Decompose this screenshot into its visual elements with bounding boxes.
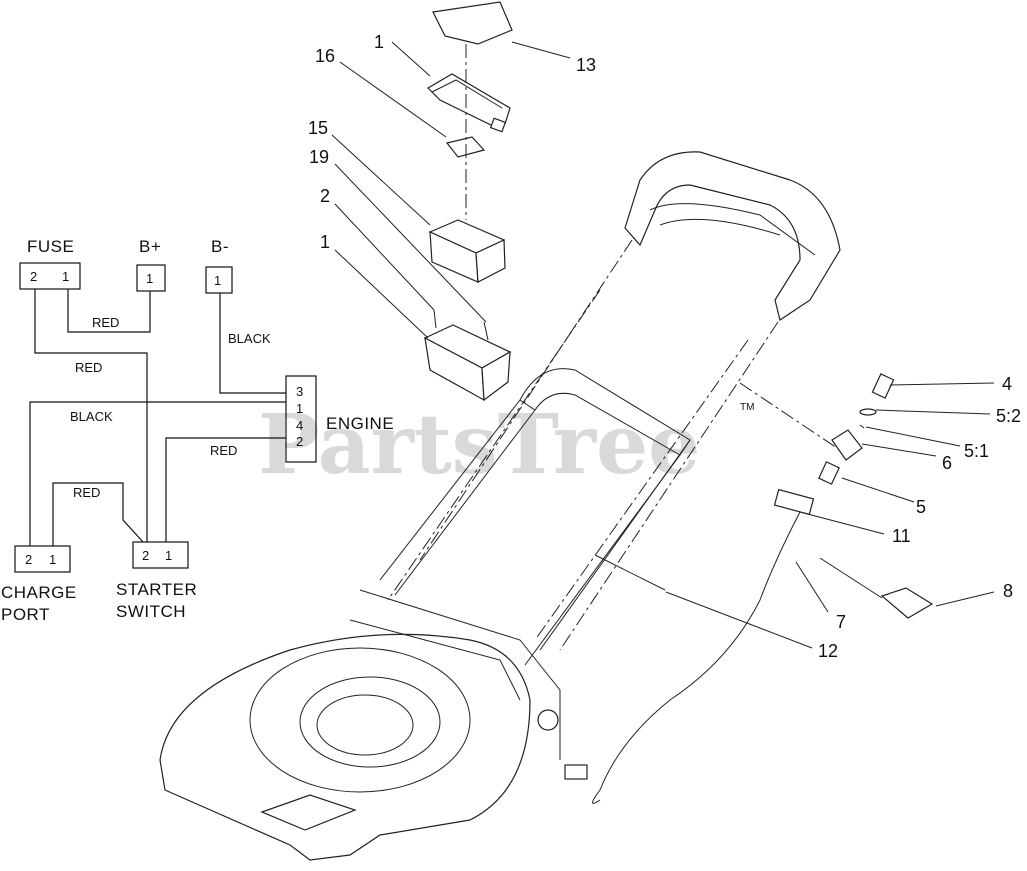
watermark-tm: TM (740, 402, 754, 413)
exploded-parts: 1 13 16 15 19 2 1 4 5:2 5:1 6 5 11 8 7 1… (159, 1, 1021, 861)
callout-2: 2 (320, 186, 330, 206)
starter-switch-connector (132, 541, 189, 569)
clip-part (859, 424, 865, 429)
callout-7: 7 (836, 612, 846, 632)
callout-8: 8 (1003, 581, 1013, 601)
wire-charge-starter (52, 482, 144, 546)
engine-label: ENGINE (326, 414, 394, 433)
label-sticker-part (432, 1, 513, 45)
callout-11: 11 (892, 526, 911, 546)
starter-pin-1: 1 (165, 548, 172, 563)
battery-tray-part (423, 309, 512, 402)
wire-fuse-starter (34, 289, 148, 542)
wire-engine-starter-label: RED (210, 443, 237, 458)
charge-port-connector (14, 545, 71, 573)
bplus-connector (136, 264, 166, 292)
starter-switch-label-2: SWITCH (116, 602, 186, 621)
fuse-connector (19, 262, 81, 290)
callout-4: 4 (1002, 374, 1012, 394)
bracket-part (773, 488, 815, 516)
mower-handle (379, 151, 841, 666)
leader-lines (331, 41, 995, 649)
callout-19: 19 (309, 147, 329, 167)
wire-engine-starter (165, 437, 286, 542)
bminus-connector (205, 266, 233, 294)
connector-part (818, 461, 840, 485)
washer-part (859, 408, 877, 416)
engine-pin-4: 4 (296, 418, 303, 433)
callout-6: 6 (942, 453, 952, 473)
starter-pin-2: 2 (142, 548, 149, 563)
callout-5: 5 (916, 497, 926, 517)
callout-5-2: 5:2 (996, 406, 1021, 426)
bminus-pin-1: 1 (214, 273, 221, 288)
wire-fuse-bplus-label: RED (92, 315, 119, 330)
fuse-pin-2: 2 (30, 269, 37, 284)
wire-bminus-engine (219, 293, 286, 394)
bminus-label: B- (211, 237, 229, 256)
engine-pin-1: 1 (296, 401, 303, 416)
wire-engine-charge (29, 401, 286, 546)
wire-fuse-starter-label: RED (75, 360, 102, 375)
wire-charge-starter-label: RED (73, 485, 100, 500)
callout-5-1: 5:1 (964, 441, 989, 461)
starter-switch-label-1: STARTER (116, 580, 197, 599)
engine-connector (285, 375, 317, 463)
cable-part (594, 554, 666, 591)
switch-part (831, 429, 863, 461)
wire-fuse-bplus (67, 289, 151, 333)
charge-port-label-2: PORT (1, 605, 50, 624)
wiring-schematic: FUSE 2 1 B+ 1 B- 1 3 1 4 2 ENGINE 2 1 CH… (1, 237, 394, 624)
battery-cover-part (427, 73, 511, 133)
bplus-label: B+ (139, 237, 161, 256)
key-part (871, 373, 895, 399)
engine-pin-3: 3 (296, 384, 303, 399)
engine-pin-2: 2 (296, 434, 303, 449)
fuse-pin-1: 1 (62, 269, 69, 284)
bplus-pin-1: 1 (146, 271, 153, 286)
callout-12: 12 (818, 641, 838, 661)
charge-pin-2: 2 (25, 552, 32, 567)
wire-bminus-engine-label: BLACK (228, 331, 271, 346)
callout-13: 13 (576, 55, 596, 75)
wire-harness-part (592, 511, 801, 804)
wire-engine-charge-label: BLACK (70, 409, 113, 424)
callout-16: 16 (315, 46, 335, 66)
callout-1-top: 1 (374, 32, 384, 52)
fuse-label: FUSE (27, 237, 74, 256)
battery-part (428, 219, 506, 283)
mower-deck (159, 589, 588, 861)
callout-1-tray: 1 (320, 232, 330, 252)
charge-port-label-1: CHARGE (1, 583, 77, 602)
charger-part (880, 587, 934, 619)
charge-pin-1: 1 (49, 552, 56, 567)
watermark: PartsTree (258, 397, 700, 493)
callout-15: 15 (308, 118, 328, 138)
key-switch-parts (592, 373, 934, 804)
